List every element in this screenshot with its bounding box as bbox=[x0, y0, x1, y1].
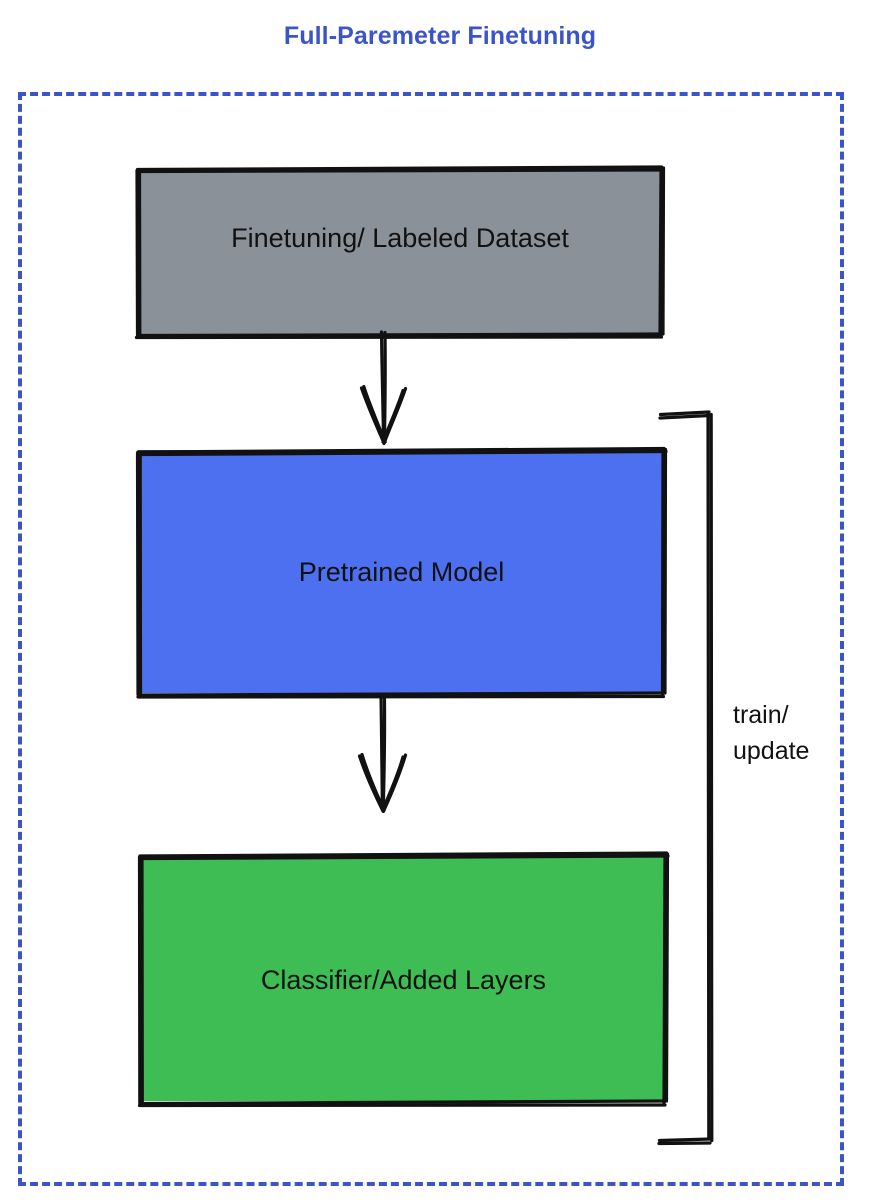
node-classifier-added-layers[interactable]: Classifier/Added Layers bbox=[137, 851, 670, 1108]
node-classifier-fill bbox=[140, 855, 667, 1101]
node-finetuning-labeled-dataset[interactable]: Finetuning/ Labeled Dataset bbox=[134, 165, 666, 340]
node-dataset-label: Finetuning/ Labeled Dataset bbox=[231, 223, 569, 253]
node-pretrained-model[interactable]: Pretrained Model bbox=[135, 446, 668, 699]
node-pretrained-fill bbox=[138, 450, 665, 693]
node-dataset-fill bbox=[137, 168, 663, 334]
node-pretrained-label: Pretrained Model bbox=[298, 557, 505, 587]
full-parameter-finetuning-group-frame bbox=[18, 92, 844, 1186]
page-title: Full-Paremeter Finetuning bbox=[283, 22, 597, 50]
connector-label-line-1: train/ bbox=[733, 701, 789, 729]
node-classifier-label: Classifier/Added Layers bbox=[260, 965, 547, 995]
connector-label-train-update: train/ update bbox=[733, 697, 853, 769]
connector-label-line-2: update bbox=[733, 737, 810, 765]
